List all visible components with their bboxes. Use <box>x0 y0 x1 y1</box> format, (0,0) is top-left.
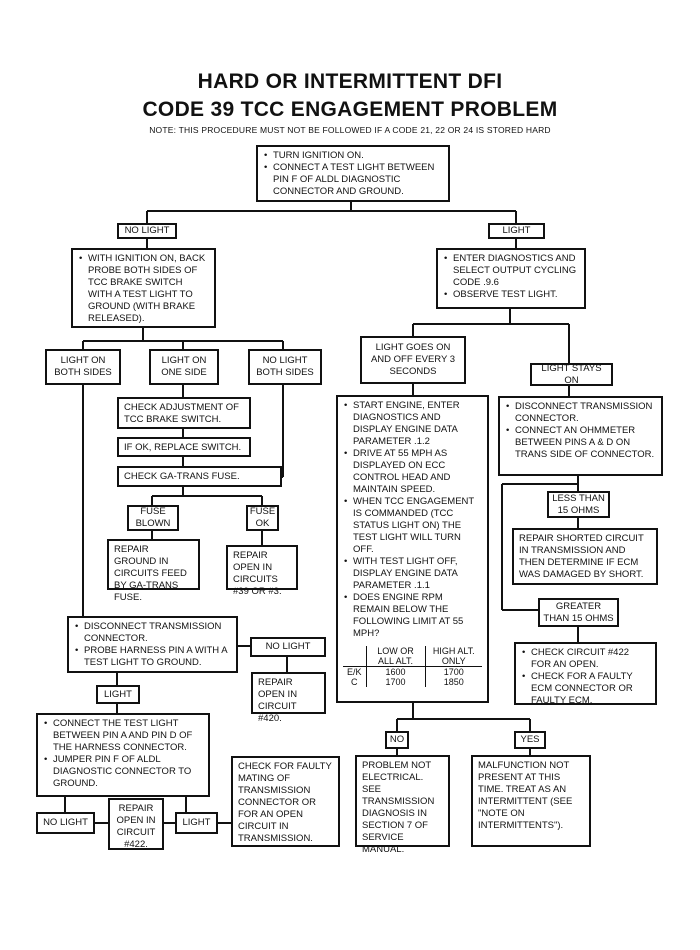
rpm-cell: 1700 <box>443 667 464 677</box>
no-light-3-label: NO LIGHT <box>36 812 95 834</box>
light-goes-on-off-label: LIGHT GOES ON AND OFF EVERY 3 SECONDS <box>360 336 466 384</box>
start-item: TURN IGNITION ON. <box>264 150 443 162</box>
greater-than-15-ohms-label: GREATER THAN 15 OHMS <box>538 598 619 627</box>
connect-test-light-step: CONNECT THE TEST LIGHT BETWEEN PIN A AND… <box>36 713 210 797</box>
fuse-blown-label: FUSE BLOWN <box>127 505 179 531</box>
no-label: NO <box>385 731 409 749</box>
check-fuse-step: CHECK GA-TRANS FUSE. <box>117 466 282 487</box>
yes-label: YES <box>514 731 546 749</box>
check-faulty-mating-step: CHECK FOR FAULTY MATING OF TRANSMISSION … <box>231 756 340 847</box>
disconnect-item: DISCONNECT TRANSMISSION CONNECTOR. <box>75 621 231 645</box>
diagram-title-line2: CODE 39 TCC ENGAGEMENT PROBLEM <box>142 98 558 121</box>
rpm-limit-table: LOW OR ALL ALT. HIGH ALT. ONLY E/K 1600 … <box>343 646 482 687</box>
rpm-cell: E/K <box>343 666 367 677</box>
check-422-ecm-step: CHECK CIRCUIT #422 FOR AN OPEN. CHECK FO… <box>514 642 657 707</box>
start-engine-item: WHEN TCC ENGAGEMENT IS COMMANDED (TCC ST… <box>344 496 482 556</box>
start-engine-item: START ENGINE, ENTER DIAGNOSTICS AND DISP… <box>344 400 482 448</box>
rpm-header: HIGH ALT. ONLY <box>425 646 482 667</box>
light-2-label: LIGHT <box>96 685 140 704</box>
rpm-cell: C <box>343 677 367 687</box>
problem-not-electrical-step: PROBLEM NOT ELECTRICAL. SEE TRANSMISSION… <box>355 755 450 855</box>
check-adjustment-step: CHECK ADJUSTMENT OF TCC BRAKE SWITCH. <box>117 397 251 429</box>
disconnect-item: PROBE HARNESS PIN A WITH A TEST LIGHT TO… <box>75 645 231 669</box>
if-ok-replace-step: IF OK, REPLACE SWITCH. <box>117 437 251 457</box>
start-engine-step: START ENGINE, ENTER DIAGNOSTICS AND DISP… <box>336 395 489 703</box>
enter-diagnostics-step: ENTER DIAGNOSTICS AND SELECT OUTPUT CYCL… <box>436 248 586 309</box>
start-engine-item: DOES ENGINE RPM REMAIN BELOW THE FOLLOWI… <box>344 592 482 640</box>
start-item: CONNECT A TEST LIGHT BETWEEN PIN F OF AL… <box>264 162 443 198</box>
rpm-cell: 1700 <box>366 677 426 687</box>
less-than-15-ohms-label: LESS THAN 15 OHMS <box>547 491 610 518</box>
light-on-both-sides-label: LIGHT ON BOTH SIDES <box>45 349 121 385</box>
no-light-label: NO LIGHT <box>117 223 177 239</box>
malfunction-intermittent-step: MALFUNCTION NOT PRESENT AT THIS TIME. TR… <box>471 755 591 847</box>
repair-open-39-step: REPAIR OPEN IN CIRCUITS #39 OR #3. <box>226 545 298 597</box>
enter-diag-item: ENTER DIAGNOSTICS AND SELECT OUTPUT CYCL… <box>444 253 579 289</box>
ignition-on-step: WITH IGNITION ON, BACK PROBE BOTH SIDES … <box>71 248 216 328</box>
fuse-ok-label: FUSE OK <box>246 505 279 531</box>
check-422-item: CHECK CIRCUIT #422 FOR AN OPEN. <box>522 647 650 671</box>
rpm-cell: 1600 <box>366 666 426 677</box>
rpm-header <box>343 646 367 667</box>
connect-item: CONNECT THE TEST LIGHT BETWEEN PIN A AND… <box>44 718 203 754</box>
repair-open-420-step: REPAIR OPEN IN CIRCUIT #420. <box>251 672 326 724</box>
disconnect-ohmmeter-step: DISCONNECT TRANSMISSION CONNECTOR. CONNE… <box>498 396 663 476</box>
ignition-on-text: WITH IGNITION ON, BACK PROBE BOTH SIDES … <box>79 253 209 325</box>
repair-ground-step: REPAIR GROUND IN CIRCUITS FEED BY GA-TRA… <box>107 539 200 603</box>
rpm-header: LOW OR ALL ALT. <box>366 646 426 667</box>
no-light-both-sides-label: NO LIGHT BOTH SIDES <box>248 349 322 385</box>
procedure-note: NOTE: THIS PROCEDURE MUST NOT BE FOLLOWE… <box>149 125 551 135</box>
diagram-title-line1: HARD OR INTERMITTENT DFI <box>197 70 503 93</box>
start-box: TURN IGNITION ON. CONNECT A TEST LIGHT B… <box>256 145 450 202</box>
check-422-item: CHECK FOR A FAULTY ECM CONNECTOR OR FAUL… <box>522 671 650 707</box>
no-light-2-label: NO LIGHT <box>250 637 326 657</box>
connect-item: JUMPER PIN F OF ALDL DIAGNOSTIC CONNECTO… <box>44 754 203 790</box>
repair-open-422-step: REPAIR OPEN IN CIRCUIT #422. <box>108 798 164 850</box>
light-3-label: LIGHT <box>175 812 218 834</box>
disconnect-ohm-item: CONNECT AN OHMMETER BETWEEN PINS A & D O… <box>506 425 656 461</box>
disconnect-ohm-item: DISCONNECT TRANSMISSION CONNECTOR. <box>506 401 656 425</box>
enter-diag-item: OBSERVE TEST LIGHT. <box>444 289 579 301</box>
rpm-cell: 1850 <box>443 677 464 687</box>
light-stays-on-label: LIGHT STAYS ON <box>530 363 613 386</box>
start-engine-item: WITH TEST LIGHT OFF, DISPLAY ENGINE DATA… <box>344 556 482 592</box>
light-label: LIGHT <box>488 223 545 239</box>
light-on-one-side-label: LIGHT ON ONE SIDE <box>149 349 219 385</box>
start-engine-item: DRIVE AT 55 MPH AS DISPLAYED ON ECC CONT… <box>344 448 482 496</box>
disconnect-transmission-step: DISCONNECT TRANSMISSION CONNECTOR. PROBE… <box>67 616 238 673</box>
repair-shorted-step: REPAIR SHORTED CIRCUIT IN TRANSMISSION A… <box>512 528 658 585</box>
